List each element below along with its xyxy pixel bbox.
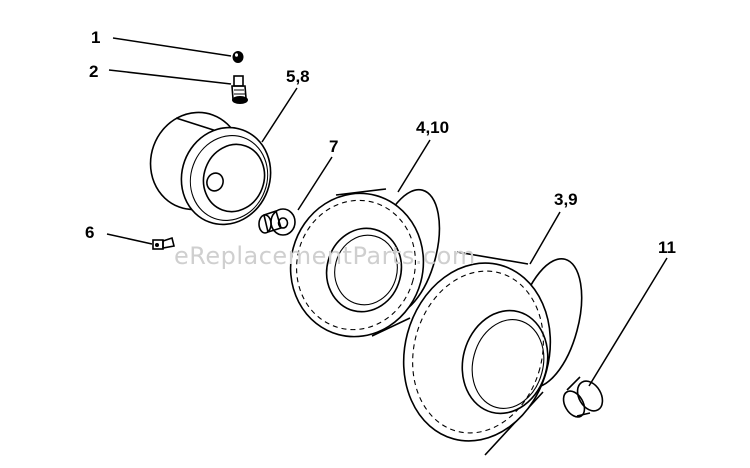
part-bushing[interactable] [258, 208, 296, 236]
part-hub-cap[interactable] [559, 376, 607, 421]
callout-1: 1 [91, 28, 100, 47]
callout-5-8: 5,8 [286, 67, 310, 86]
part-rim[interactable] [137, 100, 284, 238]
callout-11: 11 [658, 238, 676, 257]
callout-2: 2 [89, 62, 98, 81]
part-valve-cap[interactable] [232, 51, 244, 63]
leader-lines [106, 37, 668, 387]
callout-4-10: 4,10 [416, 118, 449, 137]
watermark-text: eReplacementParts.com [174, 242, 476, 270]
part-front-tire[interactable] [275, 178, 452, 351]
callout-3-9: 3,9 [554, 190, 578, 209]
callout-6: 6 [85, 223, 94, 242]
callout-7: 7 [329, 137, 338, 156]
part-rear-tire[interactable] [384, 246, 594, 457]
part-grease-fitting[interactable] [152, 236, 175, 250]
part-valve-stem[interactable] [231, 75, 248, 104]
